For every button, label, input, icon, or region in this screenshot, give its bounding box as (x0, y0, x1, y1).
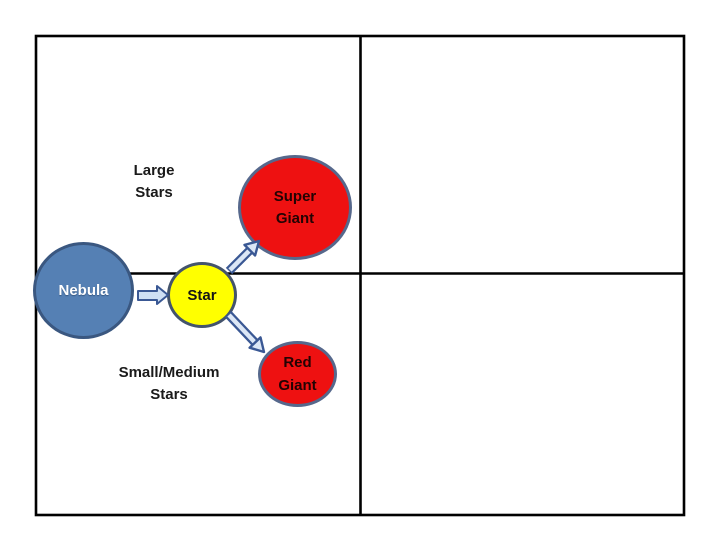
annotation-large-stars: Large Stars (104, 160, 204, 204)
large-stars-line1: Large (133, 162, 175, 179)
star-label: Star (187, 286, 217, 304)
super-giant-label-line1: Super (273, 187, 317, 205)
red-giant-label-line1: Red (283, 354, 312, 371)
red-giant-label-line2: Giant (278, 377, 317, 394)
small-medium-stars-line2: Stars (150, 386, 188, 403)
node-red-giant: Red Giant (258, 341, 337, 407)
node-super-giant: Super Giant (238, 155, 352, 260)
annotation-small-medium-stars: Small/Medium Stars (89, 362, 249, 406)
small-medium-stars-line1: Small/Medium (118, 364, 220, 381)
nebula-label: Nebula (58, 282, 109, 299)
large-stars-line2: Stars (135, 184, 173, 201)
node-star: Star (167, 262, 237, 328)
super-giant-label-line2: Giant (275, 209, 315, 227)
node-nebula: Nebula (33, 242, 134, 339)
